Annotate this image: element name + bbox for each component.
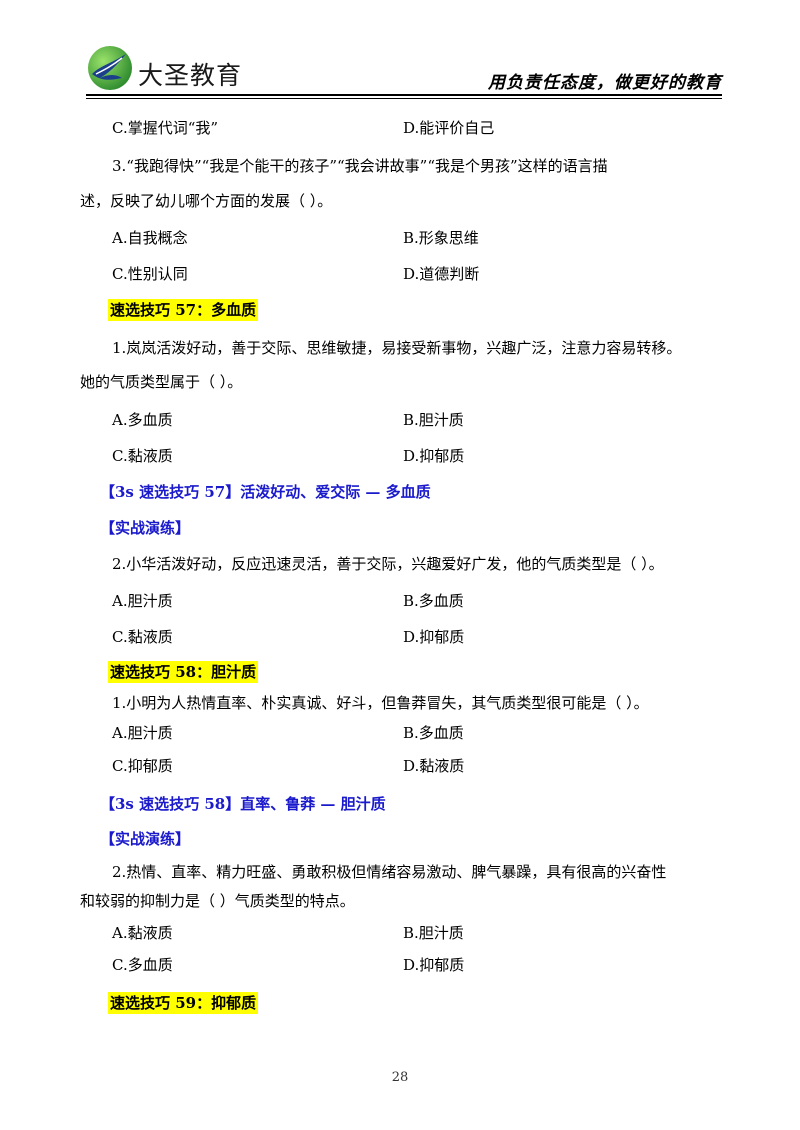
slogan: 用负责任态度，做更好的教育: [488, 73, 722, 93]
brand-name: 大圣教育: [138, 61, 243, 90]
option-b: B.胆汁质: [403, 411, 464, 429]
option-b: B.胆汁质: [403, 924, 464, 942]
option-d: D.黏液质: [403, 757, 465, 775]
page-header: 大圣教育 用负责任态度，做更好的教育: [0, 0, 800, 100]
option-a: A.自我概念: [112, 229, 188, 247]
option-c: C.黏液质: [112, 447, 173, 465]
tip-heading: 速选技巧 59：抑郁质: [108, 992, 259, 1014]
option-a: A.胆汁质: [112, 724, 173, 742]
question-stem: 1.小明为人热情直率、朴实真诚、好斗，但鲁莽冒失，其气质类型很可能是（ ）。: [112, 694, 649, 712]
option-c: C.掌握代词“我”: [112, 119, 219, 137]
option-d: D.道德判断: [403, 265, 480, 283]
option-a: A.胆汁质: [112, 592, 173, 610]
option-a: A.黏液质: [112, 924, 173, 942]
tip-heading: 速选技巧 58：胆汁质: [108, 661, 259, 683]
question-stem: 3.“我跑得快”“我是个能干的孩子”“我会讲故事”“我是个男孩”这样的语言描: [112, 157, 608, 175]
header-rule-thin: [86, 98, 722, 99]
question-stem: 2.热情、直率、精力旺盛、勇敢积极但情绪容易激动、脾气暴躁，具有很高的兴奋性: [112, 863, 667, 881]
option-b: B.多血质: [403, 724, 464, 742]
option-b: B.多血质: [403, 592, 464, 610]
option-d: D.能评价自己: [403, 119, 495, 137]
practice-heading: 【实战演练】: [100, 519, 191, 537]
swallow-globe-icon: [88, 46, 132, 90]
question-stem-cont: 和较弱的抑制力是（ ）气质类型的特点。: [80, 892, 355, 910]
quick-tip-summary: 【3s 速选技巧 57】活泼好动、爱交际 — 多血质: [100, 483, 431, 501]
option-a: A.多血质: [112, 411, 173, 429]
option-c: C.性别认同: [112, 265, 188, 283]
option-d: D.抑郁质: [403, 447, 465, 465]
option-c: C.抑郁质: [112, 757, 173, 775]
question-stem: 2.小华活泼好动，反应迅速灵活，善于交际，兴趣爱好广发，他的气质类型是（ ）。: [112, 555, 664, 573]
option-c: C.多血质: [112, 956, 173, 974]
practice-heading: 【实战演练】: [100, 830, 191, 848]
option-b: B.形象思维: [403, 229, 479, 247]
quick-tip-summary: 【3s 速选技巧 58】直率、鲁莽 — 胆汁质: [100, 795, 386, 813]
tip-heading: 速选技巧 57：多血质: [108, 299, 259, 321]
question-stem-cont: 她的气质类型属于（ ）。: [80, 373, 243, 391]
question-stem: 1.岚岚活泼好动，善于交际、思维敏捷，易接受新事物，兴趣广泛，注意力容易转移。: [112, 339, 682, 357]
option-c: C.黏液质: [112, 628, 173, 646]
header-rule: [86, 94, 722, 96]
page-number: 28: [391, 1070, 409, 1085]
option-d: D.抑郁质: [403, 956, 465, 974]
option-d: D.抑郁质: [403, 628, 465, 646]
question-stem-cont: 述，反映了幼儿哪个方面的发展（ ）。: [80, 192, 333, 210]
